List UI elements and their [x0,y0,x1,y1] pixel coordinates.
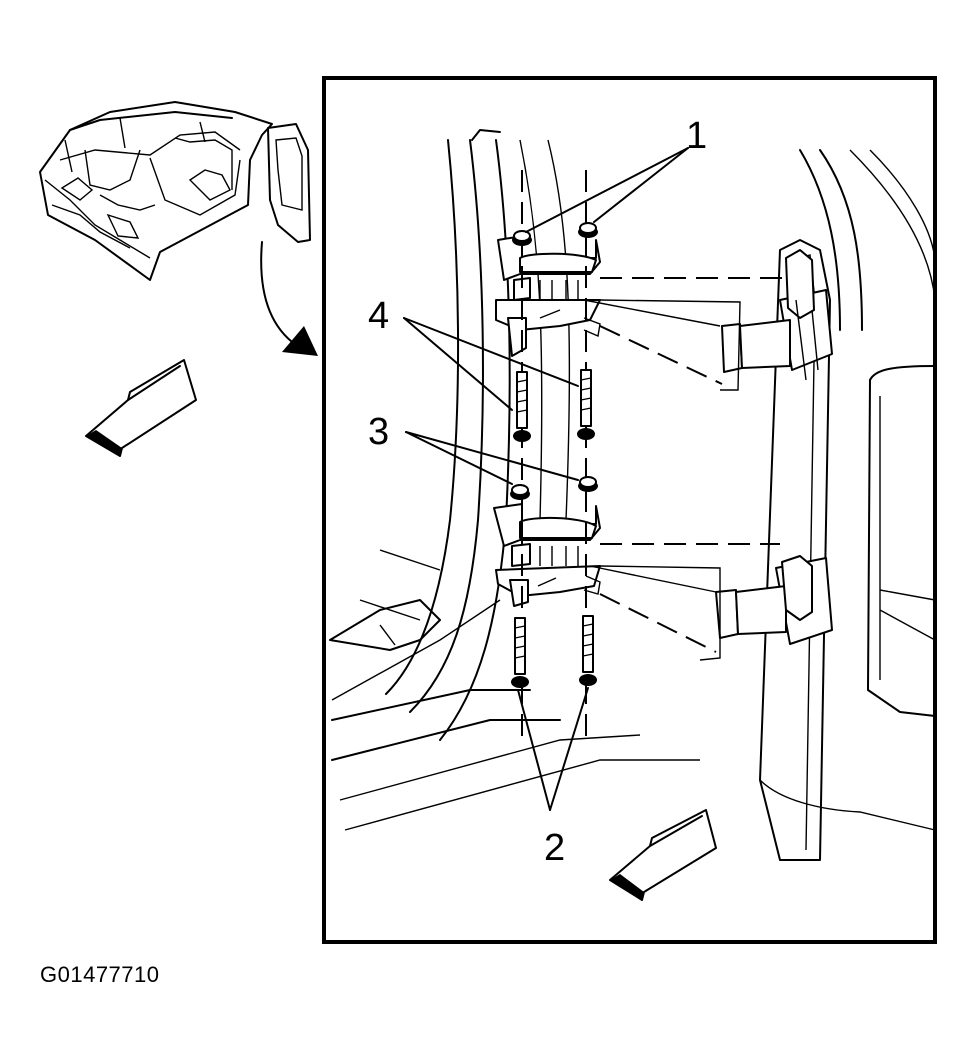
callout-4: 4 [368,295,389,337]
lower-hinge-nut-left [510,484,530,500]
upper-hinge-bolt-right [577,369,595,440]
figure-id-label: G01477710 [40,962,160,987]
callout-2: 2 [544,827,565,869]
front-direction-arrow-left [85,359,197,457]
upper-hinge-nut-left [512,230,532,246]
callout-1: 1 [686,115,707,157]
vehicle-overview-illustration [39,101,318,356]
callout-leaders [403,147,689,811]
upper-hinge-nut-right [578,222,598,238]
lower-hinge-bolt-right [579,615,597,686]
detail-frame [322,76,937,944]
hinge-detail-illustration [329,129,936,861]
lower-hinge-bolt-left [511,617,529,688]
front-direction-arrow-right [609,809,717,901]
callout-3: 3 [368,411,389,453]
upper-hinge-bolt-left [513,371,531,442]
lower-hinge-nut-right [578,476,598,492]
